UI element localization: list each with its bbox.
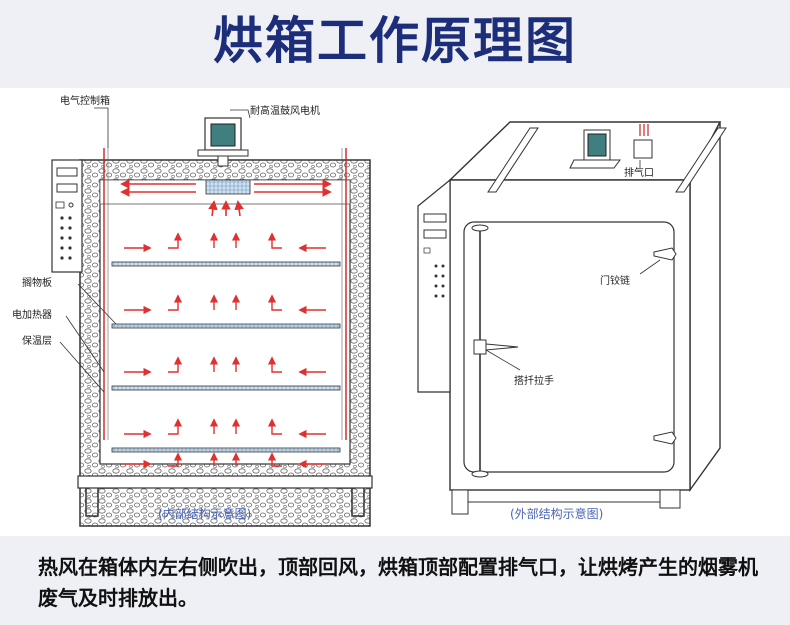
shelf-1 xyxy=(111,261,341,267)
internal-structure: 电气控制箱 耐高温鼓风电机 搁物板 电加热器 保温层 (内部结构示意图) xyxy=(12,94,373,527)
description-text: 热风在箱体内左右侧吹出，顶部回风，烘箱顶部配置排气口，让烘烤产生的烟雾机废气及时… xyxy=(38,555,758,610)
shelves xyxy=(111,261,341,453)
side-control-panel xyxy=(423,213,447,298)
oven-diagram: 电气控制箱 耐高温鼓风电机 搁物板 电加热器 保温层 (内部结构示意图) xyxy=(12,94,727,527)
fan-impeller xyxy=(205,179,251,195)
door-handle-icon xyxy=(471,224,519,478)
left-caption: (内部结构示意图) xyxy=(158,506,251,521)
control-box-label: 电气控制箱 xyxy=(60,94,110,107)
external-structure: 排气口 门铰链 搭扦拉手 (外部结构示意图) xyxy=(417,121,727,521)
oven-door xyxy=(463,221,675,473)
shelf-2 xyxy=(111,323,341,329)
hinge-icon xyxy=(653,247,677,445)
shelf-label: 搁物板 xyxy=(22,276,52,289)
shelf-3 xyxy=(111,385,341,391)
diagram-panel: 电气控制箱 耐高温鼓风电机 搁物板 电加热器 保温层 (内部结构示意图) xyxy=(0,88,790,536)
top-airflow xyxy=(120,179,332,217)
control-box xyxy=(51,159,83,273)
right-caption: (外部结构示意图) xyxy=(510,506,603,521)
hinge-label: 门铰链 xyxy=(600,274,630,287)
fan-motor-label: 耐高温鼓风电机 xyxy=(250,104,320,117)
exhaust-label: 排气口 xyxy=(624,166,654,179)
shelf-4 xyxy=(111,447,341,453)
handle-label: 搭扦拉手 xyxy=(514,374,554,387)
inner-chamber xyxy=(99,179,351,465)
heater-label: 电加热器 xyxy=(12,308,52,321)
page-title: 烘箱工作原理图 xyxy=(213,12,577,70)
insulation-label: 保温层 xyxy=(22,334,52,347)
exhaust-icon xyxy=(633,124,653,159)
tier-airflow xyxy=(124,232,326,469)
roof-motor-icon xyxy=(569,129,621,169)
fan-motor-icon xyxy=(197,117,251,195)
